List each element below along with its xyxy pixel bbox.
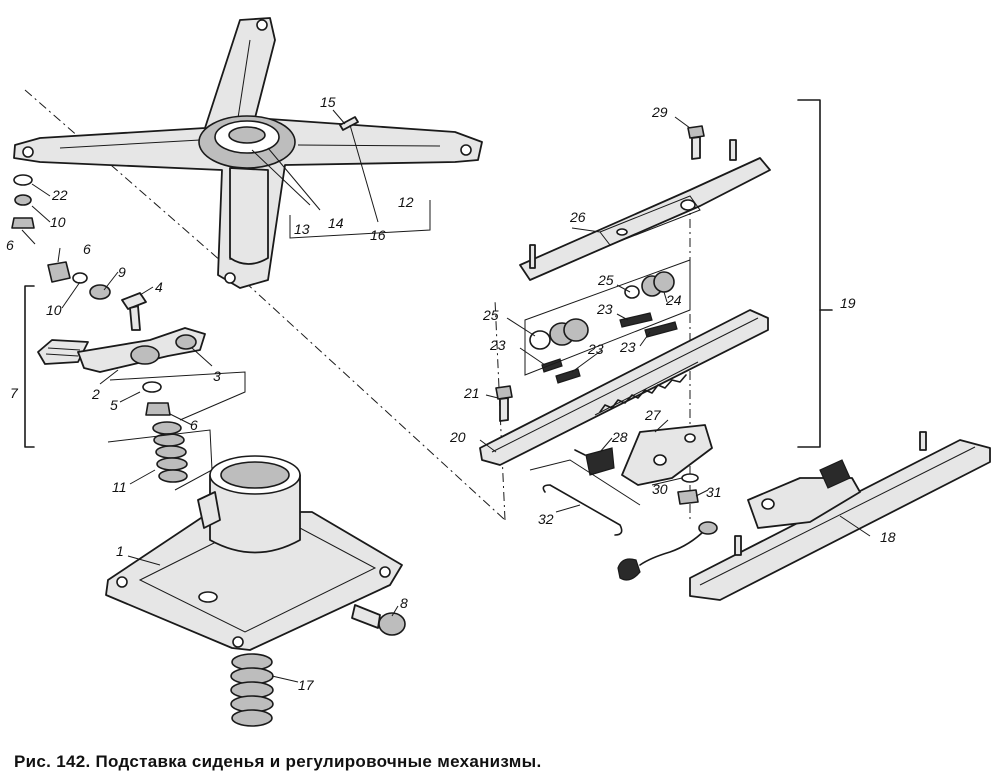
callout-32: 32	[538, 511, 554, 527]
callout-23-a: 23	[489, 337, 506, 353]
callout-28: 28	[611, 429, 628, 445]
callout-14: 14	[328, 215, 344, 231]
bolt-21	[495, 385, 513, 422]
assembly-guide-lines	[107, 124, 431, 491]
callout-10-a: 10	[46, 302, 62, 318]
callout-4: 4	[155, 279, 163, 295]
callouts: 1 2 3 4 5 6 6 6 7 8 9 10 10 11 12 13 14 …	[6, 94, 896, 693]
spring-11	[152, 421, 188, 483]
bolt-8	[351, 604, 406, 636]
callout-23-d: 23	[619, 339, 636, 355]
callout-1: 1	[116, 543, 124, 559]
callout-6-b: 6	[83, 241, 91, 257]
upper-rail-26	[519, 139, 771, 281]
exploded-diagram: 1 2 3 4 5 6 6 6 7 8 9 10 10 11 12 13 14 …	[6, 17, 991, 727]
pedal-lever	[37, 327, 206, 373]
callout-31: 31	[706, 484, 722, 500]
callout-2: 2	[91, 386, 100, 402]
callout-30: 30	[652, 481, 668, 497]
callout-25-a: 25	[482, 307, 499, 323]
callout-5: 5	[110, 397, 118, 413]
cable-knob	[617, 521, 718, 581]
callout-7: 7	[10, 385, 19, 401]
callout-6-a: 6	[190, 417, 198, 433]
rack-rail-20	[479, 309, 769, 466]
callout-15: 15	[320, 94, 336, 110]
callout-27: 27	[644, 407, 662, 423]
latch-27	[574, 424, 713, 486]
washer-nut	[677, 473, 699, 505]
callout-3: 3	[213, 368, 221, 384]
cross-bracket	[13, 17, 483, 289]
callout-6-c: 6	[6, 237, 14, 253]
pin-15	[339, 116, 359, 131]
lower-rail-18	[689, 431, 991, 601]
callout-16: 16	[370, 227, 386, 243]
callout-13: 13	[294, 221, 310, 237]
callout-12: 12	[398, 194, 414, 210]
callout-9: 9	[118, 264, 126, 280]
callout-25-b: 25	[597, 272, 614, 288]
callout-22: 22	[51, 187, 68, 203]
lever-hardware	[47, 261, 171, 416]
callout-23-b: 23	[587, 341, 604, 357]
rollers-springs	[529, 271, 678, 384]
callout-19: 19	[840, 295, 856, 311]
callout-29: 29	[651, 104, 668, 120]
callout-24: 24	[665, 292, 682, 308]
callout-8: 8	[400, 595, 408, 611]
left-fastener-stack	[11, 174, 35, 229]
callout-23-c: 23	[596, 301, 613, 317]
rod-32	[529, 459, 641, 536]
base-plate	[105, 455, 403, 651]
leader-lines	[21, 109, 871, 683]
callout-26: 26	[569, 209, 586, 225]
bracket-19	[797, 99, 833, 448]
spring-17	[230, 653, 274, 727]
bolt-29	[687, 125, 705, 160]
callout-21: 21	[463, 385, 480, 401]
callout-17: 17	[298, 677, 315, 693]
bracket-7	[24, 285, 35, 448]
callout-11: 11	[112, 479, 127, 495]
callout-20: 20	[449, 429, 466, 445]
callout-10-b: 10	[50, 214, 66, 230]
figure-caption: Рис. 142. Подставка сиденья и регулирово…	[14, 752, 542, 771]
callout-18: 18	[880, 529, 896, 545]
roller-guide-box	[524, 259, 691, 376]
